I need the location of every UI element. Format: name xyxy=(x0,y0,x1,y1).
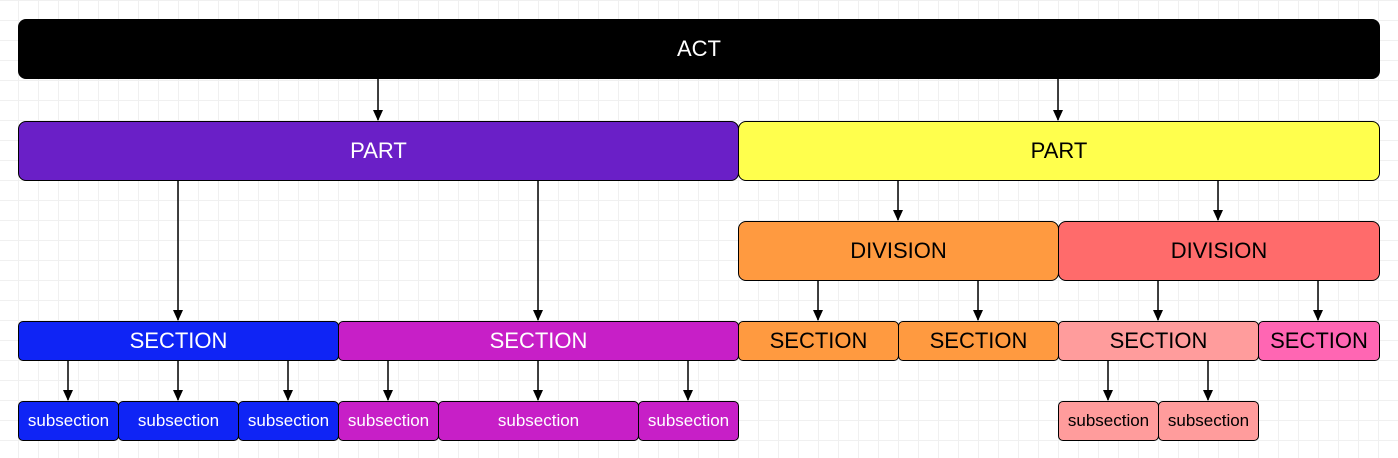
division-node-left: DIVISION xyxy=(738,221,1059,281)
subsection-node-1: subsection xyxy=(18,401,119,441)
section-node-1: SECTION xyxy=(18,321,339,361)
subsection-node-5: subsection xyxy=(438,401,639,441)
section-node-4: SECTION xyxy=(898,321,1059,361)
subsection-node-6: subsection xyxy=(638,401,739,441)
subsection-node-8: subsection xyxy=(1158,401,1259,441)
subsection-node-4: subsection xyxy=(338,401,439,441)
division-node-right: DIVISION xyxy=(1058,221,1380,281)
section-node-5: SECTION xyxy=(1058,321,1259,361)
subsection-node-7: subsection xyxy=(1058,401,1159,441)
part-node-right: PART xyxy=(738,121,1380,181)
subsection-node-2: subsection xyxy=(118,401,239,441)
subsection-node-3: subsection xyxy=(238,401,339,441)
section-node-2: SECTION xyxy=(338,321,739,361)
act-node: ACT xyxy=(18,19,1380,79)
section-node-6: SECTION xyxy=(1258,321,1380,361)
part-node-left: PART xyxy=(18,121,739,181)
section-node-3: SECTION xyxy=(738,321,899,361)
